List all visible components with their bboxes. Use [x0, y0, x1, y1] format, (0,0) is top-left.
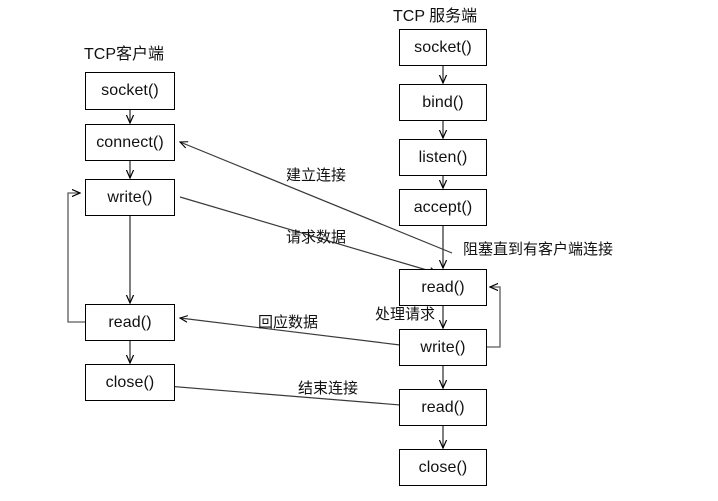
server-column-title: TCP 服务端 — [393, 8, 478, 25]
server-node-bind[interactable]: bind() — [399, 84, 487, 121]
client-node-socket[interactable]: socket() — [85, 72, 175, 110]
edge-end-connection — [129, 382, 437, 408]
server-node-listen[interactable]: listen() — [399, 139, 487, 176]
server-node-socket[interactable]: socket() — [399, 29, 487, 66]
client-node-close[interactable]: close() — [85, 364, 175, 401]
server-node-read[interactable]: read() — [399, 269, 487, 306]
server-node-read-2[interactable]: read() — [399, 389, 487, 426]
edge-response-data — [180, 318, 401, 346]
label-block-until-client-connect: 阻塞直到有客户端连接 — [463, 241, 614, 258]
client-node-connect[interactable]: connect() — [85, 124, 175, 161]
edge-request-data — [179, 196, 437, 273]
server-node-write[interactable]: write() — [399, 329, 487, 366]
client-column-title: TCP客户端 — [84, 46, 165, 63]
label-process-request: 处理请求 — [375, 306, 436, 323]
server-node-accept[interactable]: accept() — [399, 189, 487, 226]
edge-client-read-loop-to-write — [67, 193, 85, 323]
label-end-connection: 结束连接 — [298, 380, 359, 397]
edge-establish-connection — [180, 142, 453, 254]
client-node-read[interactable]: read() — [85, 304, 175, 341]
edge-server-write-loop-to-read — [487, 287, 501, 348]
label-request-data: 请求数据 — [286, 229, 347, 246]
label-establish-connection: 建立连接 — [286, 167, 347, 184]
label-response-data: 回应数据 — [258, 314, 319, 331]
client-node-write[interactable]: write() — [85, 179, 175, 216]
server-node-close[interactable]: close() — [399, 449, 487, 486]
